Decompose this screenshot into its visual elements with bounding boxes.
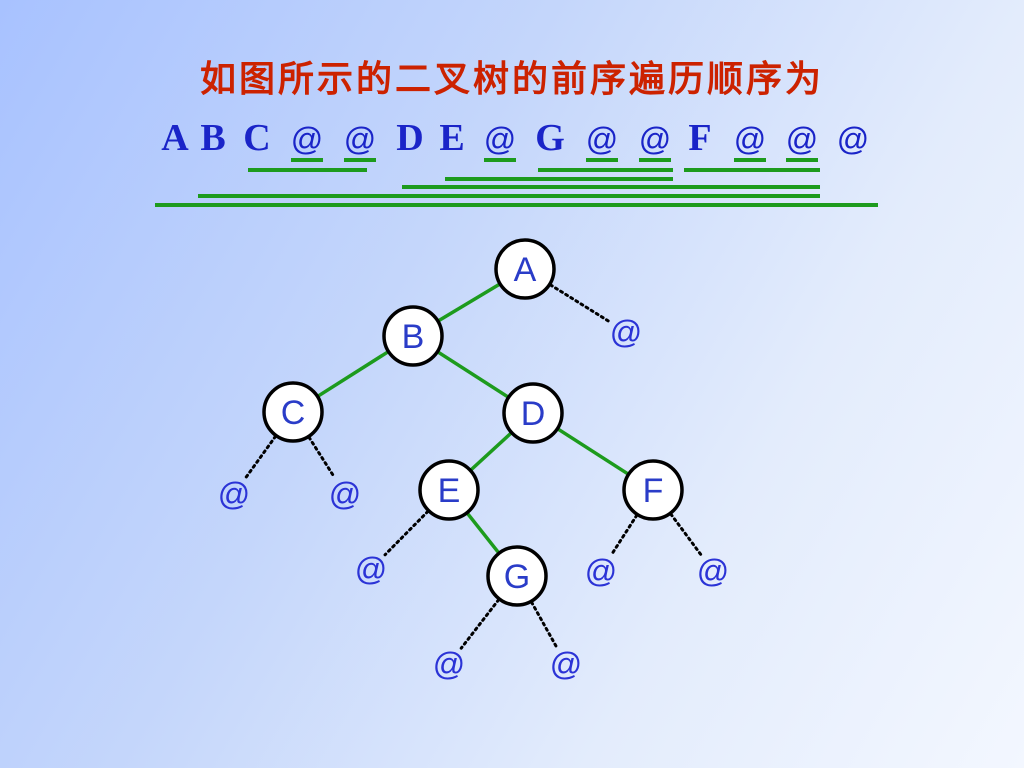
sequence-token: G (535, 117, 565, 159)
sequence-token: @ (586, 121, 618, 157)
null-edge (244, 434, 277, 480)
tree-node: B (382, 305, 444, 367)
null-edge (459, 598, 501, 650)
null-markers: @ @ @ @ @ @ @ @ (218, 314, 729, 682)
node-label: C (281, 394, 306, 432)
tree-edge (466, 512, 500, 554)
tree-node: D (502, 382, 564, 444)
node-label: E (438, 472, 461, 510)
node-circle (418, 459, 480, 521)
null-edge (669, 512, 703, 557)
tree-edge (437, 350, 509, 399)
sequence-token: @ (639, 121, 671, 157)
tree-node: E (418, 459, 480, 521)
node-circle (494, 238, 556, 300)
sequence-token: @ (484, 121, 516, 157)
null-marker: @ (585, 553, 617, 589)
sequence-token: @ (291, 121, 323, 157)
node-circle (486, 545, 548, 607)
null-edge (307, 435, 336, 479)
node-label: A (514, 251, 537, 289)
sequence-token: D (396, 117, 423, 159)
sequence-token: A (161, 117, 189, 159)
null-marker: @ (355, 551, 387, 587)
null-marker: @ (550, 646, 582, 682)
tree-edges (317, 282, 629, 554)
null-edge (530, 600, 558, 649)
null-marker: @ (433, 646, 465, 682)
sequence-token: B (200, 117, 225, 159)
tree-node: A (494, 238, 556, 300)
sequence-token: E (439, 117, 464, 159)
node-label: G (504, 558, 530, 596)
sequence-token: @ (837, 121, 869, 157)
node-label: D (521, 395, 546, 433)
tree-edge (557, 427, 629, 476)
null-edge (548, 283, 611, 323)
node-circle (622, 459, 684, 521)
tree-node: C (262, 381, 324, 443)
node-circle (502, 382, 564, 444)
sequence-token: C (243, 117, 270, 159)
null-edges (244, 283, 703, 650)
tree-edge (437, 282, 501, 323)
null-marker: @ (610, 314, 642, 350)
null-marker: @ (218, 476, 250, 512)
subtree-underlines (155, 158, 878, 207)
tree-node: G (486, 545, 548, 607)
tree-nodes: A B C D E F G (262, 238, 684, 607)
page-title: 如图所示的二叉树的前序遍历顺序为 (199, 58, 824, 100)
sequence-token: @ (344, 121, 376, 157)
tree-edge (317, 350, 389, 398)
sequence-token: @ (734, 121, 766, 157)
null-edge (610, 513, 639, 556)
null-marker: @ (329, 476, 361, 512)
sequence-token: @ (786, 121, 818, 157)
null-edge (383, 509, 430, 557)
tree-edge (469, 431, 513, 472)
node-circle (262, 381, 324, 443)
node-label: F (643, 472, 664, 510)
tree-node: F (622, 459, 684, 521)
node-label: B (402, 318, 425, 356)
null-marker: @ (697, 553, 729, 589)
sequence-token: F (688, 117, 711, 159)
node-circle (382, 305, 444, 367)
